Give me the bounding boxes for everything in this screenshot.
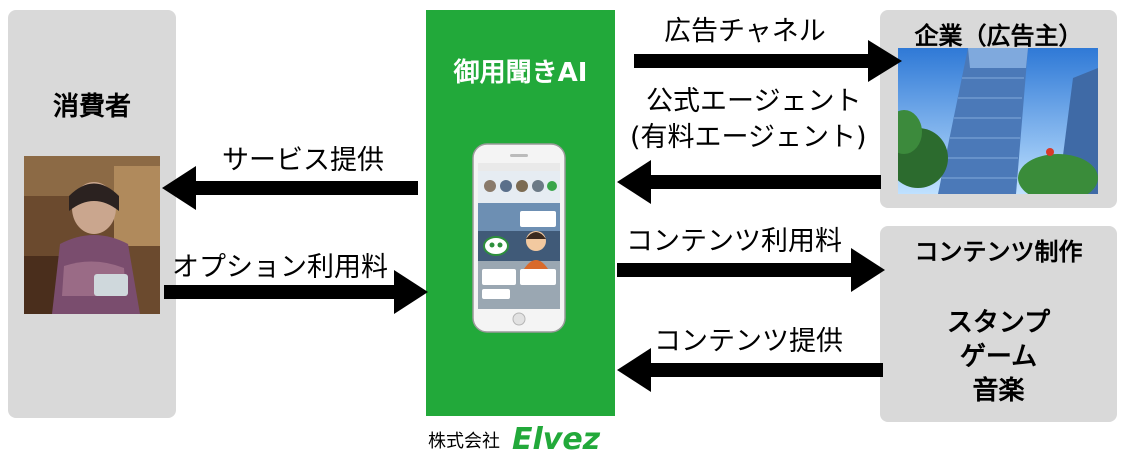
service-arrow xyxy=(162,166,418,210)
official-agent-label-2: (有料エージェント) xyxy=(630,122,867,153)
content-item-music: 音楽 xyxy=(972,376,1025,406)
content-provide-label: コンテンツ提供 xyxy=(654,326,843,357)
content-fee-label: コンテンツ利用料 xyxy=(626,226,842,257)
content-item-stamp: スタンプ xyxy=(946,308,1051,338)
consumer-photo xyxy=(24,156,160,314)
ad-channel-arrow xyxy=(634,40,902,82)
company-prefix: 株式会社 xyxy=(428,431,500,452)
option-fee-label: オプション利用料 xyxy=(172,252,388,283)
official-agent-label-1: 公式エージェント xyxy=(646,86,862,117)
ad-channel-label: 広告チャネル xyxy=(664,16,826,47)
center-title: 御用聞きAI xyxy=(453,58,588,88)
consumer-title: 消費者 xyxy=(52,92,131,122)
option-fee-arrow xyxy=(164,270,428,314)
official-agent-arrow xyxy=(617,160,881,204)
company-logo: Elvez xyxy=(512,422,601,457)
content-title: コンテンツ制作 xyxy=(914,238,1083,266)
content-box xyxy=(880,226,1117,422)
service-label: サービス提供 xyxy=(222,145,384,176)
phone-mockup xyxy=(472,143,566,333)
advertiser-photo xyxy=(898,48,1098,194)
content-fee-arrow xyxy=(617,248,885,292)
content-item-game: ゲーム xyxy=(959,342,1038,372)
content-provide-arrow xyxy=(617,348,883,392)
advertiser-title: 企業（広告主） xyxy=(914,22,1083,50)
